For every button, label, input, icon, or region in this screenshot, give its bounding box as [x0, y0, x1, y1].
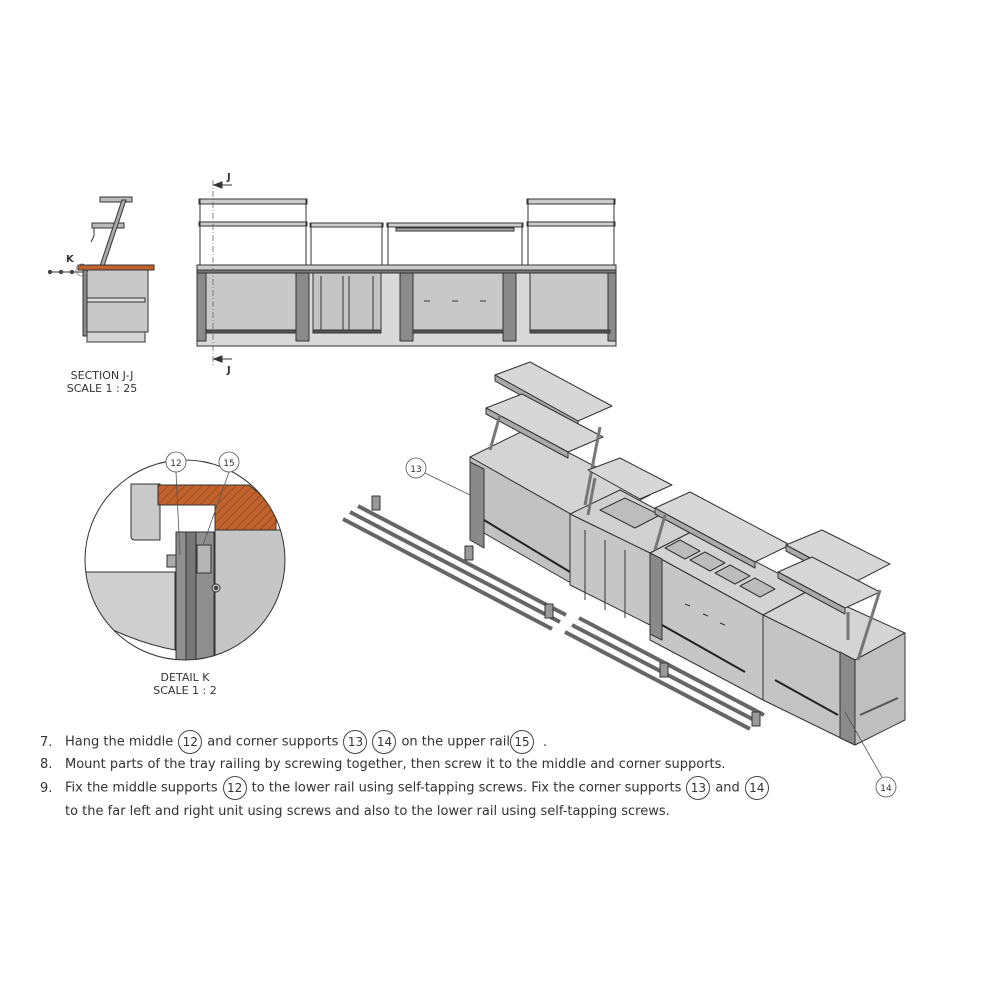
unit-3	[649, 491, 811, 701]
step-text: Mount parts of the tray railing by screw…	[65, 757, 726, 772]
unit-2	[569, 457, 696, 626]
step-text: to the lower rail using self-tapping scr…	[251, 780, 682, 796]
section-title: SECTION J-J	[70, 369, 134, 382]
callout-12: 12	[170, 459, 181, 469]
callout-12: 12	[222, 776, 247, 800]
detail-scale: SCALE 1 : 2	[153, 684, 217, 697]
callout-15: 15	[510, 730, 534, 754]
step-text: on the upper rail	[401, 734, 510, 750]
step-text: .	[543, 734, 548, 750]
section-j-j-view	[47, 196, 155, 343]
step-text: Fix the middle supports	[65, 780, 218, 796]
cut-label-bottom: J	[226, 365, 231, 376]
step-number: 9.	[40, 780, 53, 796]
tray-rail-left	[342, 495, 567, 631]
isometric-view	[342, 361, 906, 798]
callout-14: 14	[744, 776, 769, 800]
step-number: 8.	[40, 757, 53, 772]
detail-title: DETAIL K	[160, 671, 210, 684]
unit-4	[762, 529, 906, 746]
step-number: 7.	[40, 734, 53, 750]
tray-rail-right	[564, 616, 765, 731]
callout-14: 14	[372, 730, 397, 754]
callout-14: 14	[880, 784, 892, 794]
section-scale: SCALE 1 : 25	[66, 382, 138, 395]
callout-15: 15	[223, 459, 234, 469]
callout-13: 13	[343, 730, 368, 754]
instruction-step-8: 8. Mount parts of the tray railing by scr…	[40, 753, 726, 777]
callout-13: 13	[410, 465, 421, 475]
detail-k-marker: K	[66, 254, 75, 265]
step-text: and corner supports	[207, 734, 339, 750]
front-elevation-view	[196, 180, 617, 365]
cut-label-top: J	[226, 172, 231, 183]
instruction-step-9-continued: to the far left and right unit using scr…	[40, 800, 670, 824]
callout-13: 13	[686, 776, 711, 800]
detail-k-view	[84, 451, 286, 661]
step-text: and	[715, 780, 740, 796]
callout-12: 12	[178, 730, 203, 754]
step-text: Hang the middle	[65, 734, 174, 750]
step-text: to the far left and right unit using scr…	[65, 804, 670, 819]
